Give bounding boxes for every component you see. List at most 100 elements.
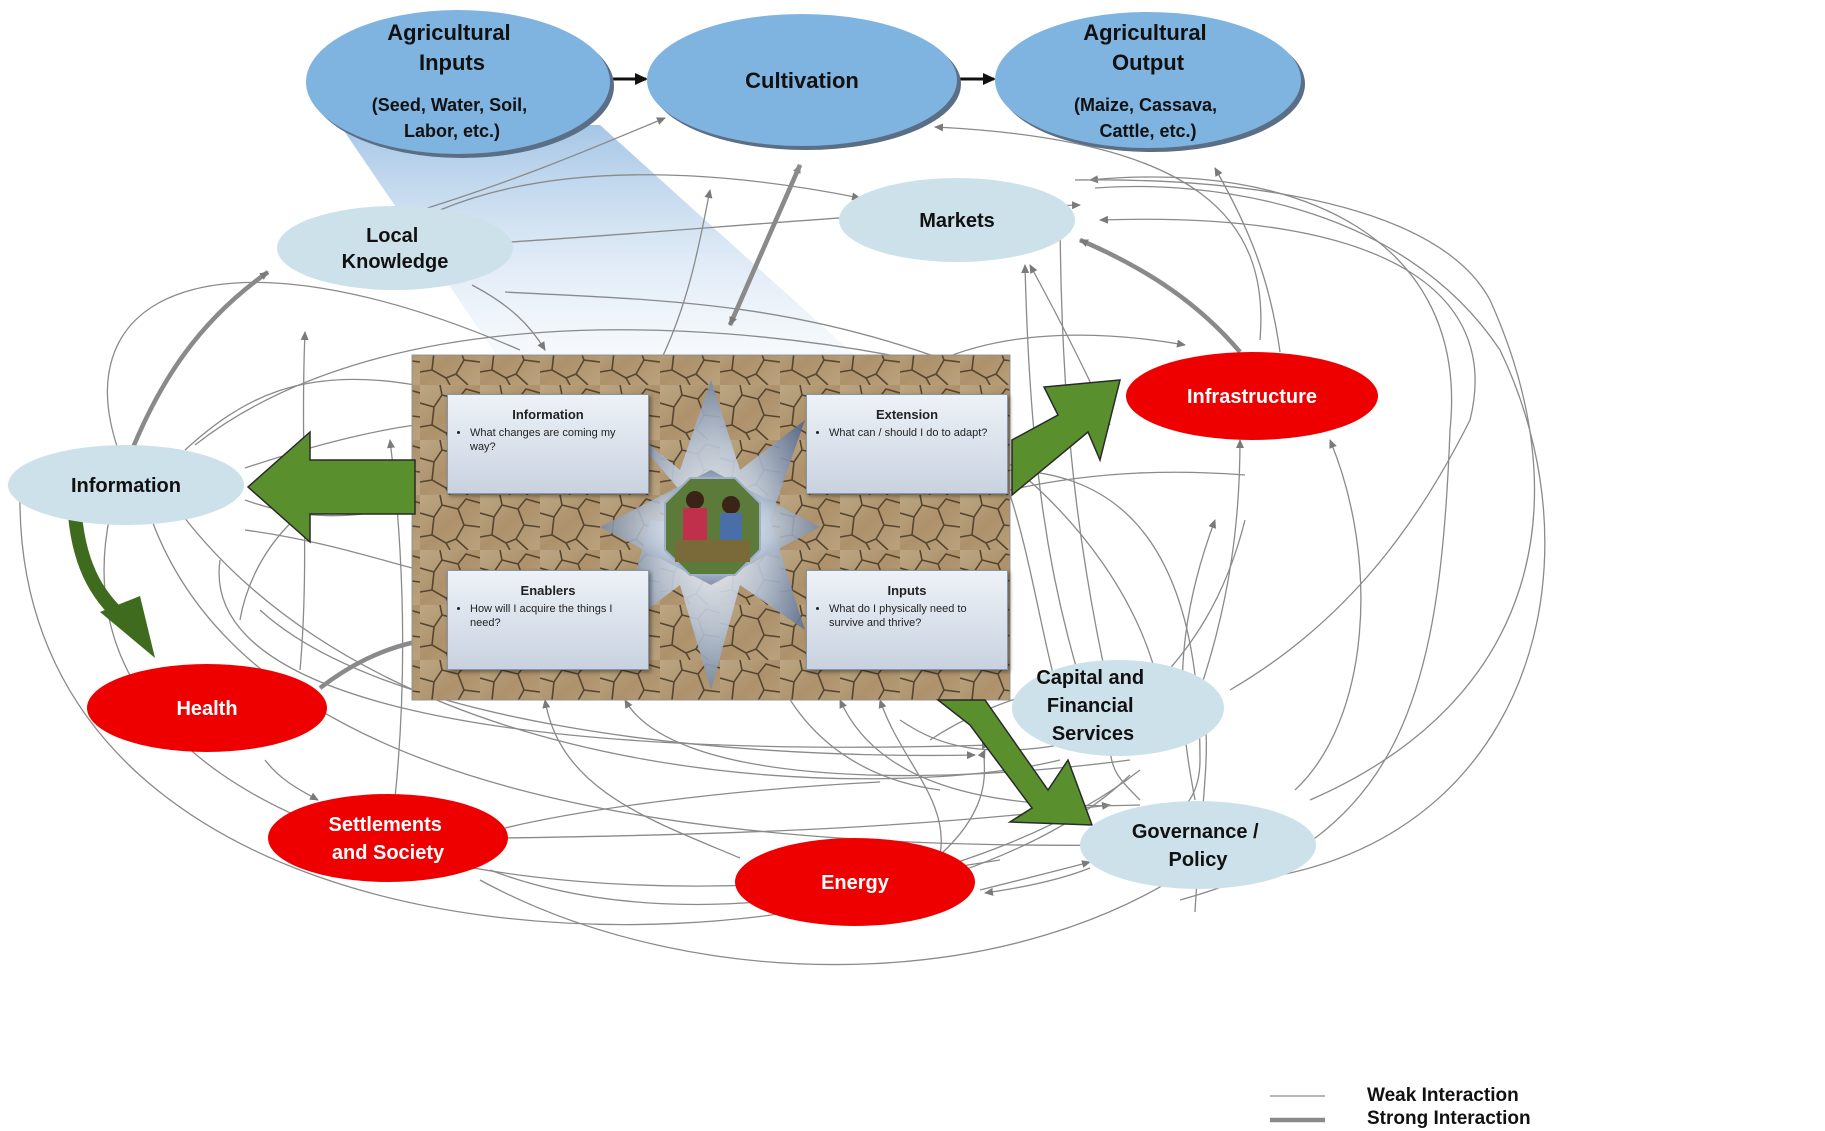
strong-link (318, 639, 416, 690)
cultivation-label: Cultivation (745, 68, 859, 93)
settlements-label: Settlements and Society (329, 814, 448, 864)
node-information (8, 445, 244, 525)
node-governance (1080, 801, 1316, 889)
node-capital (1012, 660, 1224, 756)
farmer-1 (686, 491, 704, 509)
node-markets (839, 178, 1075, 262)
strong-link (127, 270, 270, 456)
strong-link (727, 164, 803, 326)
weak-link (1021, 264, 1081, 681)
local-knowledge-line-2: Knowledge (342, 251, 449, 273)
weak-link (1099, 215, 1476, 691)
panel-card-information: Information What changes are coming my w… (447, 394, 649, 494)
weak-link (19, 489, 1131, 926)
legend-strong-label: Strong Interaction (1367, 1108, 1531, 1129)
agri-output-line-1: Agricultural (1083, 20, 1206, 45)
weak-link (1294, 439, 1362, 791)
weak-link (1074, 179, 1536, 801)
agri-inputs-sub-1: (Seed, Water, Soil, (372, 95, 527, 115)
weak-link (471, 284, 546, 351)
weak-link (244, 529, 421, 571)
panel-card-inputs-bullet: What do I physically need to survive and… (829, 602, 997, 630)
node-energy (735, 838, 975, 926)
governance-line-1: Governance / (1132, 821, 1259, 843)
weak-link (439, 174, 861, 211)
panel-card-information-title: Information (512, 407, 584, 422)
weak-link (1009, 471, 1246, 491)
weak-link (1199, 439, 1244, 691)
node-health (87, 664, 327, 752)
agri-output-title: Agricultural Output (1083, 20, 1213, 75)
capital-label: Capital and Financial Services (1036, 667, 1149, 745)
local-knowledge-label: Local Knowledge (342, 225, 449, 273)
weak-link (1094, 185, 1546, 885)
weak-link (1214, 167, 1281, 353)
weak-link (939, 334, 1186, 361)
information-label: Information (71, 475, 181, 497)
green-arrow-to-information (246, 430, 416, 544)
agri-inputs-line-1: Agricultural (387, 20, 510, 45)
weak-link (504, 291, 946, 361)
weak-link (939, 749, 986, 856)
node-infrastructure (1126, 352, 1378, 440)
farmer-2 (722, 496, 740, 514)
green-arrow-to-infrastructure (1011, 379, 1121, 497)
capital-line-3: Services (1052, 723, 1134, 745)
governance-line-2: Policy (1169, 849, 1229, 871)
information-to-health-arrowhead (100, 596, 155, 658)
panel-card-extension-bullet: What can / should I do to adapt? (829, 426, 997, 440)
legend-weak-label: Weak Interaction (1367, 1085, 1519, 1106)
settlements-line-2: and Society (332, 842, 445, 864)
agri-output-sub-2: Cattle, etc.) (1099, 121, 1196, 141)
agri-inputs-sub-2: Labor, etc.) (404, 121, 500, 141)
agri-inputs-subtitle: (Seed, Water, Soil, Labor, etc.) (372, 95, 532, 141)
weak-link (1149, 519, 1246, 691)
weak-link (259, 609, 976, 760)
local-knowledge-line-1: Local (366, 225, 418, 247)
weak-link (194, 329, 891, 446)
panel-card-extension: Extension What can / should I do to adap… (806, 394, 1008, 494)
weak-link (839, 699, 1141, 807)
node-local-knowledge (277, 206, 513, 290)
agri-output-sub-1: (Maize, Cassava, (1074, 95, 1217, 115)
weak-link (149, 514, 1126, 846)
weak-link (659, 189, 713, 363)
weak-link (479, 829, 1241, 966)
agri-inputs-title: Agricultural Inputs (387, 20, 517, 75)
agri-inputs-line-2: Inputs (419, 50, 485, 75)
weak-link (979, 860, 1091, 891)
weak-link (244, 424, 416, 469)
infrastructure-label: Infrastructure (1187, 386, 1317, 408)
strong-interaction-lines (127, 164, 1242, 690)
settlements-line-1: Settlements (329, 814, 442, 836)
panel-card-enablers-title: Enablers (520, 583, 576, 598)
panel-card-extension-title: Extension (875, 407, 939, 422)
weak-link (934, 123, 1262, 341)
weak-link (184, 378, 416, 451)
energy-label: Energy (821, 872, 890, 894)
strong-link (1079, 237, 1242, 354)
panel-card-information-bullet: What changes are coming my way? (470, 426, 638, 454)
markets-label: Markets (919, 210, 995, 232)
node-agricultural-inputs (306, 10, 614, 158)
weak-link (1004, 459, 1161, 691)
focus-beam (340, 125, 860, 360)
governance-label: Governance / Policy (1132, 821, 1264, 871)
node-agricultural-output (995, 12, 1305, 152)
weak-link (504, 781, 881, 829)
green-arrow-to-governance (935, 699, 1094, 826)
node-cultivation (647, 14, 961, 150)
weak-link (542, 699, 741, 859)
weak-link (404, 117, 666, 216)
health-label: Health (176, 698, 237, 720)
weak-link (218, 559, 991, 750)
panel-card-enablers-bullet: How will I acquire the things I need? (470, 602, 638, 630)
weak-link (878, 699, 942, 856)
weak-link (984, 867, 1091, 896)
node-settlements (268, 794, 508, 882)
panel-card-inputs: Inputs What do I physically need to surv… (806, 570, 1008, 670)
weak-link (264, 759, 319, 801)
weak-link (106, 281, 521, 456)
capital-line-2: Financial (1047, 695, 1134, 717)
panel-card-inputs-title: Inputs (887, 583, 927, 598)
